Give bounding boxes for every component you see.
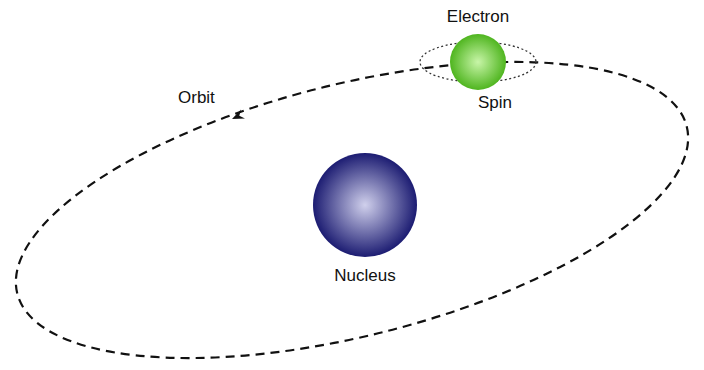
nucleus-circle: [312, 152, 418, 258]
electron-node: Electron: [447, 7, 509, 91]
spin-label: Spin: [478, 93, 512, 113]
node-label: Nucleus: [334, 266, 395, 286]
nucleus-circle-shape: [313, 153, 417, 257]
node-label: Electron: [447, 7, 509, 27]
nucleus-node: Nucleus: [312, 152, 418, 286]
orbit-arrowhead: [232, 110, 245, 120]
electron-circle: [449, 33, 507, 91]
orbit-label: Orbit: [178, 88, 215, 108]
electron-circle-shape: [450, 34, 506, 90]
orbit-path: [0, 4, 704, 370]
